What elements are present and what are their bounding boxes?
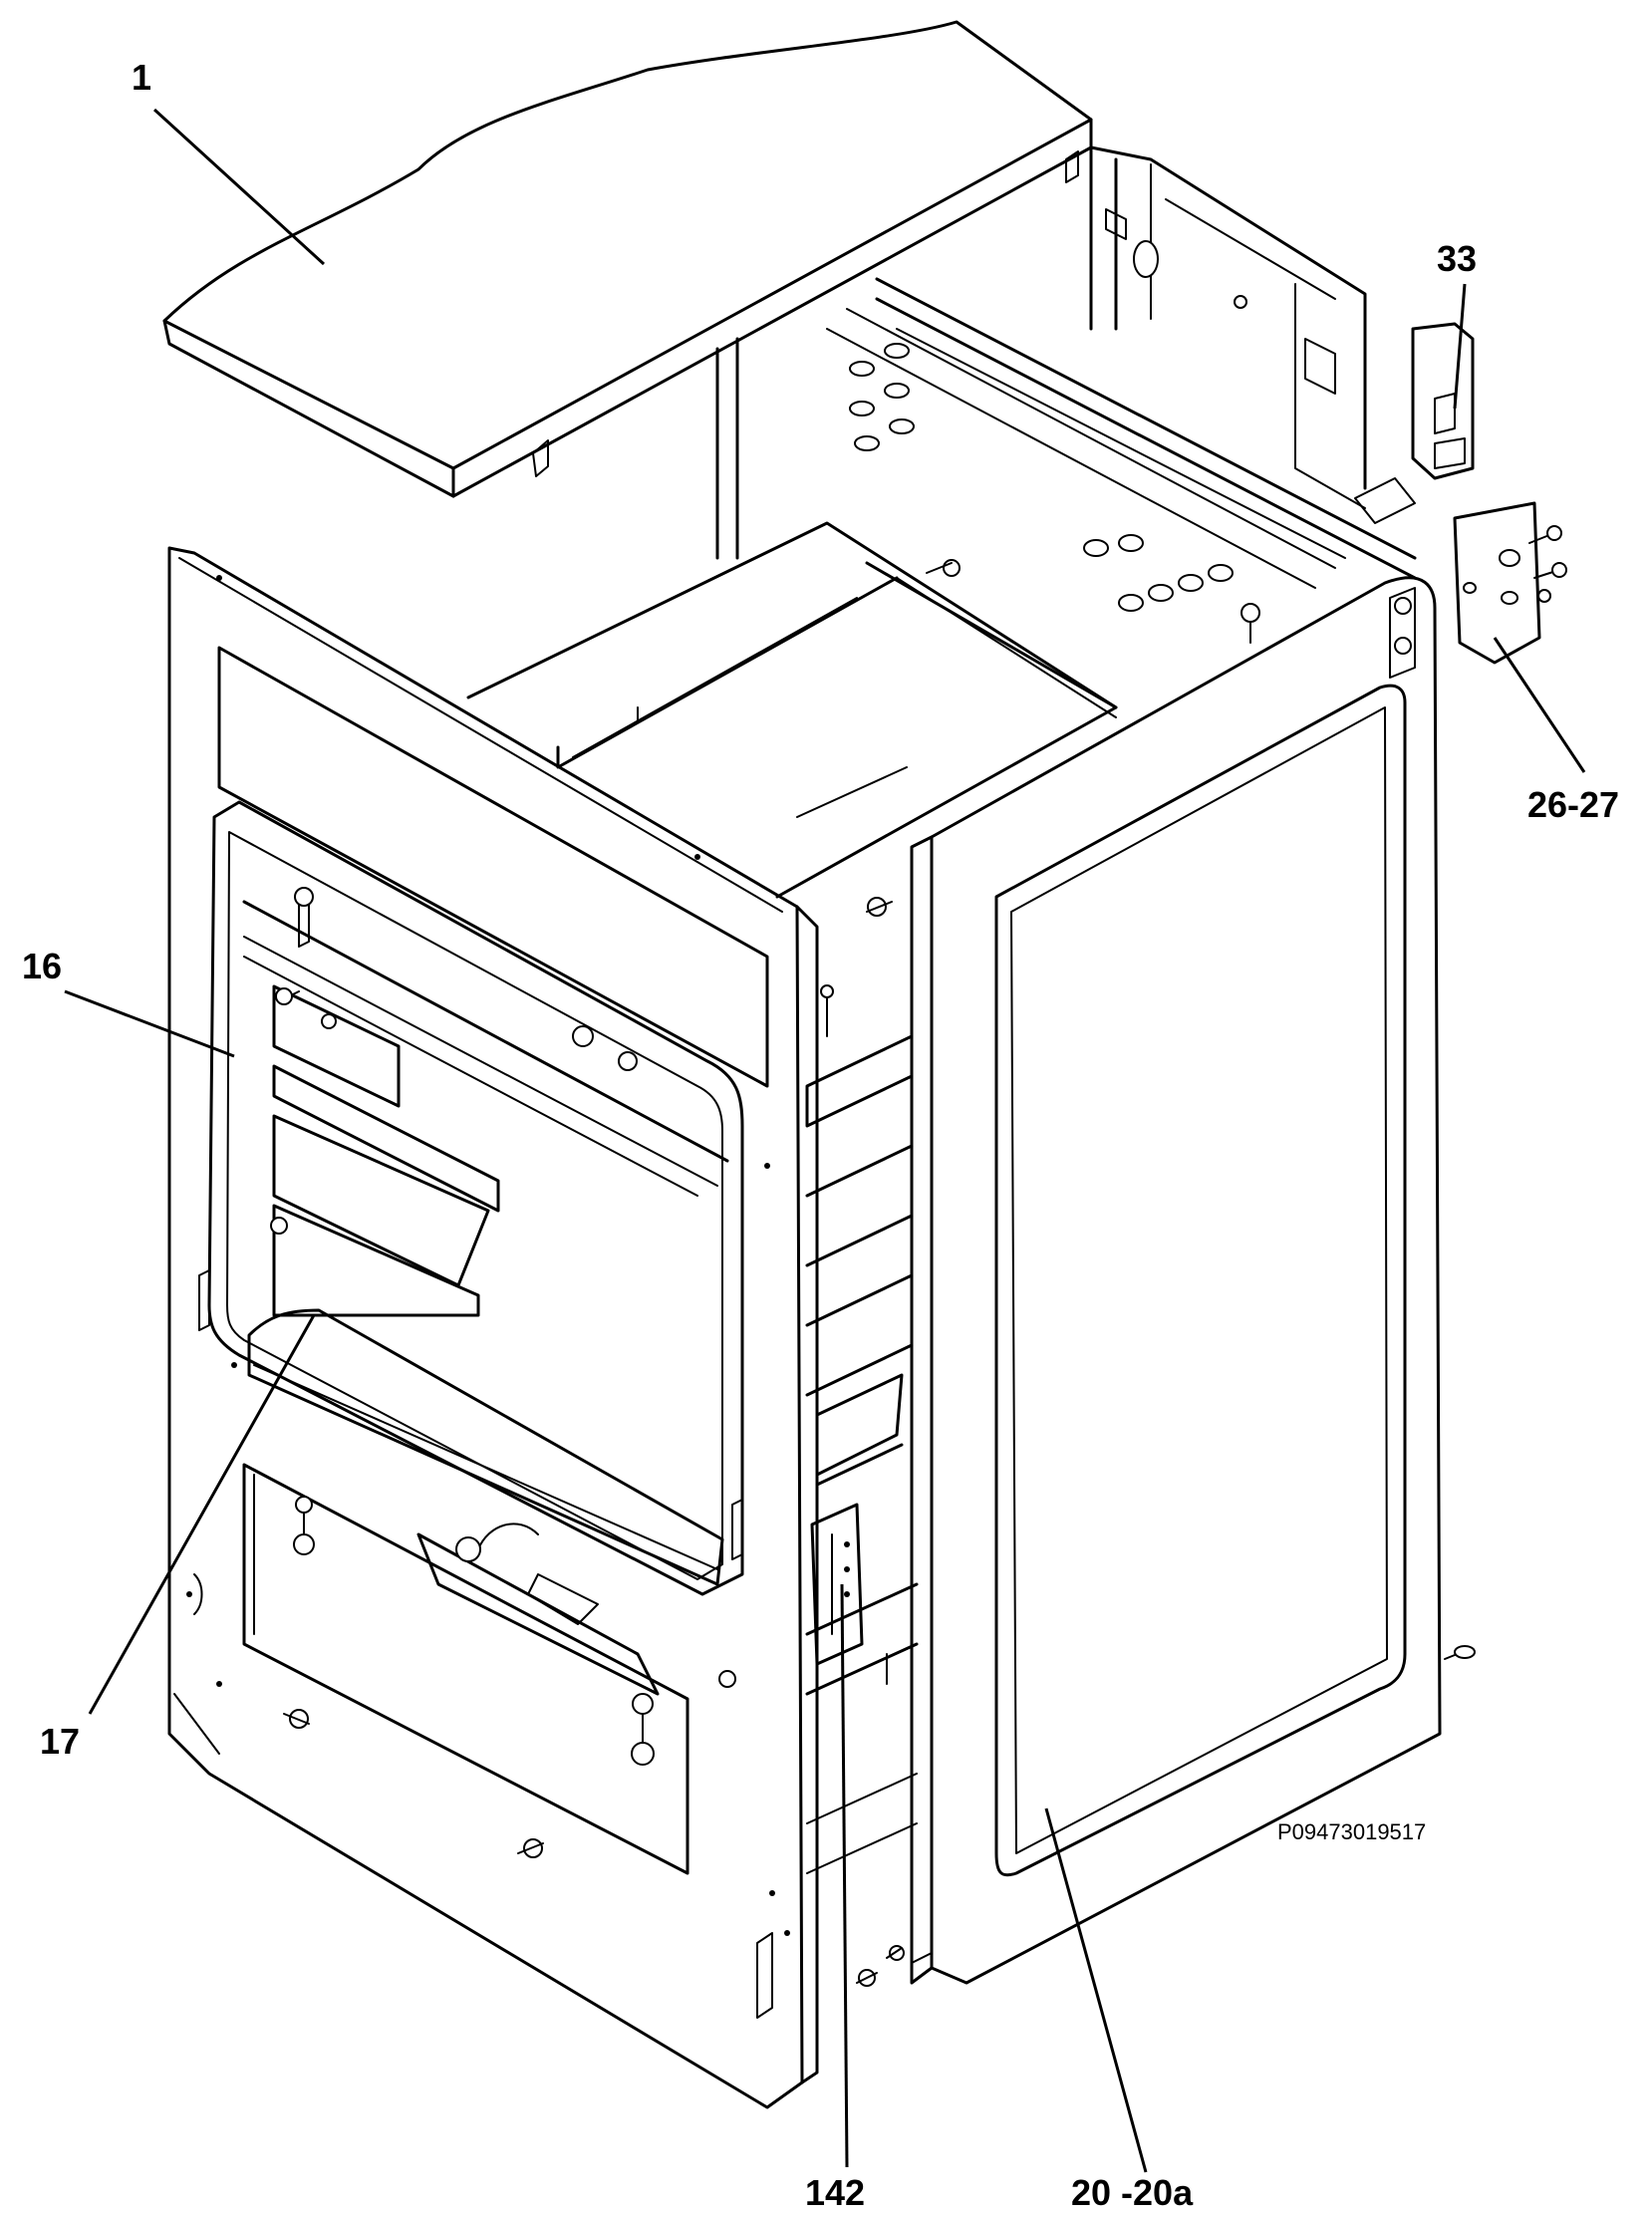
label-part-16: 16 [22, 946, 63, 986]
leader-20-20a [1044, 1807, 1148, 2173]
leader-lines [64, 108, 1586, 2173]
label-part-33: 33 [1437, 238, 1478, 279]
cabinet-front-frame [167, 546, 819, 2109]
part-26-27-hinge-plate [1453, 501, 1567, 665]
part-33-bracket [1411, 322, 1475, 480]
label-part-17: 17 [40, 1721, 81, 1762]
leader-17 [88, 1314, 316, 1715]
label-part-26-27: 26-27 [1527, 784, 1620, 825]
part-1-top-panel [162, 20, 1093, 498]
drawing-code: P09473019517 [1277, 1819, 1427, 1844]
label-part-20-20a: 20 -20a [1071, 2172, 1194, 2213]
interior-rails [466, 521, 1260, 1987]
leader-26-27 [1493, 637, 1586, 773]
part-20-20a-side-panel [910, 576, 1476, 1985]
leader-1 [152, 108, 326, 266]
leader-16 [64, 989, 235, 1058]
leader-33 [1453, 283, 1467, 410]
leader-142 [840, 1583, 849, 2168]
label-part-1: 1 [132, 57, 152, 98]
label-part-142: 142 [805, 2172, 866, 2213]
rear-frame [715, 145, 1417, 612]
